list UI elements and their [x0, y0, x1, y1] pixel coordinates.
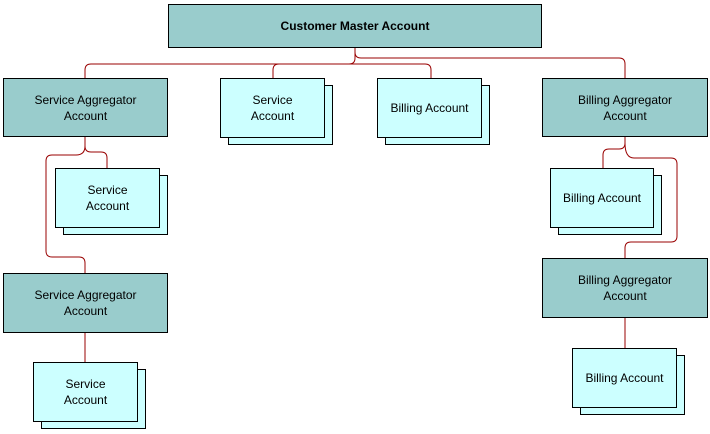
billing-account-label-right-2: Billing Account [585, 371, 664, 385]
connector-service-aggregator-to-service-aggregator [45, 145, 86, 273]
service-aggregator-account-box-top[interactable]: Service Aggregator Account [3, 78, 168, 137]
service-aggregator-account-label-top: Service Aggregator Account [34, 92, 137, 123]
connector-root-service-aggregator [84, 48, 356, 78]
connector-billing-aggregator-to-billing-account [602, 137, 626, 168]
connector-billing-aggregator-to-billing-aggregator [624, 142, 678, 258]
connector-root-billing-account [355, 63, 432, 78]
service-account-label-top: Service Account [250, 93, 295, 123]
billing-account-label-right-1: Billing Account [562, 191, 642, 205]
billing-aggregator-account-label-bottom: Billing Aggregator Account [577, 273, 673, 303]
service-account-box-top[interactable]: Service Account [220, 78, 325, 138]
billing-account-label-top: Billing Account [390, 101, 469, 115]
connector-root-service-account [272, 63, 355, 78]
service-account-label-left-1: Service Account [85, 183, 130, 213]
billing-account-box-right-2[interactable]: Billing Account [572, 348, 677, 408]
customer-master-account-box[interactable]: Customer Master Account [168, 4, 542, 48]
billing-aggregator-account-box-bottom[interactable]: Billing Aggregator Account [542, 258, 708, 318]
connector-service-aggregator-to-service-account [84, 137, 108, 168]
billing-aggregator-account-label-top: Billing Aggregator Account [577, 92, 673, 123]
customer-master-account-label: Customer Master Account [280, 19, 430, 33]
service-account-label-left-2: Service Account [63, 377, 108, 407]
service-aggregator-account-box-bottom[interactable]: Service Aggregator Account [3, 273, 168, 333]
billing-account-box-top[interactable]: Billing Account [377, 78, 482, 138]
connector-root-billing-aggregator [354, 48, 626, 78]
service-aggregator-account-label-bottom: Service Aggregator Account [34, 288, 137, 318]
billing-aggregator-account-box-top[interactable]: Billing Aggregator Account [542, 78, 708, 137]
service-account-box-left-1[interactable]: Service Account [55, 168, 160, 228]
service-account-box-left-2[interactable]: Service Account [33, 362, 138, 422]
billing-account-box-right-1[interactable]: Billing Account [550, 168, 654, 228]
